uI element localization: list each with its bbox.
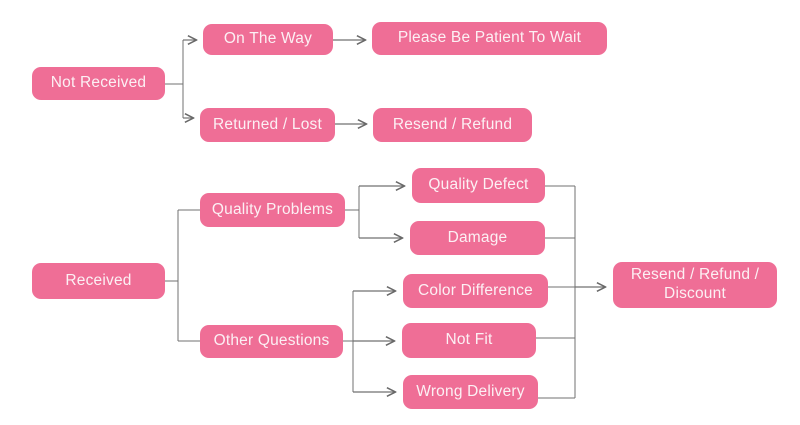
node-received: Received bbox=[32, 263, 165, 299]
node-other-questions: Other Questions bbox=[200, 325, 343, 358]
node-resend-refund: Resend / Refund bbox=[373, 108, 532, 142]
edge-received-trunk bbox=[165, 209, 200, 342]
edge-other-trunk bbox=[343, 291, 354, 392]
node-please-be-patient-to-wait: Please Be Patient To Wait bbox=[372, 22, 607, 55]
node-returned-lost: Returned / Lost bbox=[200, 108, 335, 142]
node-not-fit: Not Fit bbox=[402, 323, 536, 358]
node-on-the-way: On The Way bbox=[203, 24, 333, 55]
node-color-difference: Color Difference bbox=[403, 274, 548, 308]
node-not-received: Not Received bbox=[32, 67, 165, 100]
node-quality-defect: Quality Defect bbox=[412, 168, 545, 203]
node-damage: Damage bbox=[410, 221, 545, 255]
node-resend-refund-discount: Resend / Refund / Discount bbox=[613, 262, 777, 308]
node-wrong-delivery: Wrong Delivery bbox=[403, 375, 538, 409]
edge-not-received-trunk bbox=[165, 40, 184, 118]
edge-quality-trunk bbox=[345, 186, 360, 238]
node-quality-problems: Quality Problems bbox=[200, 193, 345, 227]
edge-converge-trunk bbox=[536, 185, 576, 399]
